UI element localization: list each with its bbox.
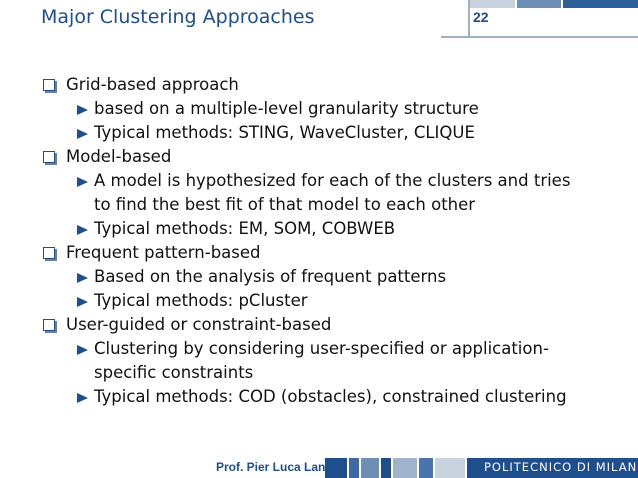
bullet-text: Typical methods: COD (obstacles), constr… (94, 387, 567, 406)
footer-bar-block-6 (419, 458, 433, 478)
header-divider-horizontal (441, 36, 638, 38)
bullet-text: A model is hypothesized for each of the … (94, 171, 571, 190)
header-block-2 (517, 0, 561, 8)
section-heading: User-guided or constraint-based (66, 315, 332, 334)
triangle-bullet-icon (77, 177, 88, 187)
triangle-bullet-icon (77, 273, 88, 283)
bullet-text: Typical methods: STING, WaveCluster, CLI… (94, 123, 475, 142)
triangle-bullet-icon (77, 393, 88, 403)
section-heading: Grid-based approach (66, 75, 239, 94)
triangle-bullet-icon (77, 105, 88, 115)
triangle-bullet-icon (77, 345, 88, 355)
footer-bar-block-7 (435, 458, 465, 478)
section-heading: Frequent pattern-based (66, 243, 261, 262)
footer-bar-light (0, 458, 205, 478)
header-block-1 (470, 0, 515, 8)
header-divider-vertical (468, 0, 470, 38)
footer-bar-block-3 (361, 458, 379, 478)
square-bullet-icon (43, 319, 55, 331)
bullet-text: based on a multiple-level granularity st… (94, 99, 479, 118)
footer-bar-block-5 (393, 458, 417, 478)
square-bullet-icon (43, 79, 55, 91)
bullet-text: Typical methods: EM, SOM, COBWEB (94, 219, 396, 238)
bullet-text-continuation: specific constraints (94, 363, 254, 382)
footer-bar-block-1 (325, 458, 347, 478)
footer-bar-block-4 (381, 458, 391, 478)
footer-author: Prof. Pier Luca Lanzi (216, 460, 335, 474)
bullet-text: Based on the analysis of frequent patter… (94, 267, 447, 286)
section-heading: Model-based (66, 147, 172, 166)
slide-title: Major Clustering Approaches (41, 6, 315, 28)
page-number: 22 (473, 9, 489, 25)
triangle-bullet-icon (77, 129, 88, 139)
bullet-text-continuation: to find the best fit of that model to ea… (94, 195, 476, 214)
triangle-bullet-icon (77, 225, 88, 235)
footer-organization: POLITECNICO DI MILANO (484, 460, 638, 474)
triangle-bullet-icon (77, 297, 88, 307)
bullet-text: Typical methods: pCluster (94, 291, 308, 310)
slide-content: Grid-based approach based on a multiple-l… (43, 75, 571, 406)
footer-bar-block-2 (349, 458, 359, 478)
square-bullet-icon (43, 247, 55, 259)
bullet-text: Clustering by considering user-specified… (94, 339, 549, 358)
square-bullet-icon (43, 151, 55, 163)
footer-bar-org (467, 458, 638, 478)
header-block-3 (563, 0, 638, 8)
